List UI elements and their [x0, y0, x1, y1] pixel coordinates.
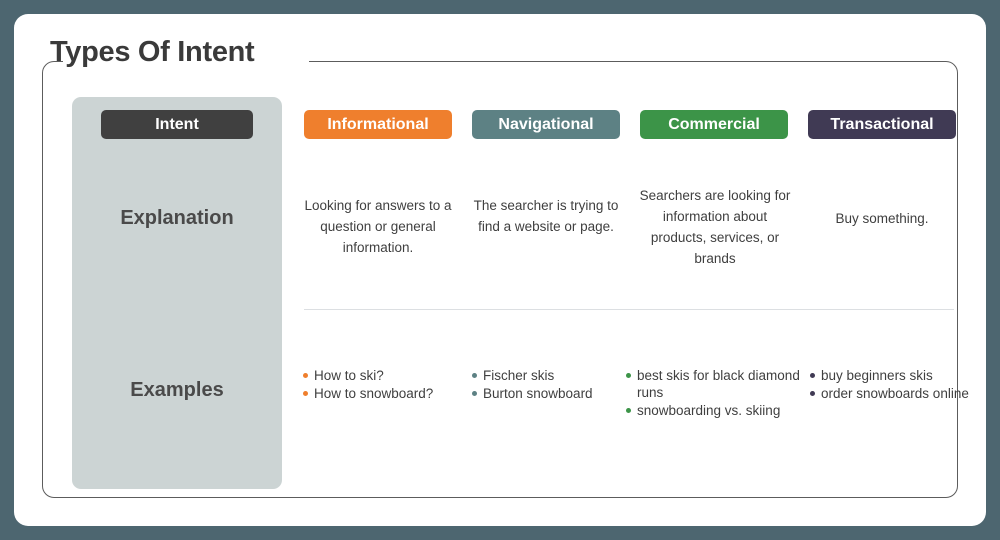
- section-divider: [304, 309, 954, 310]
- row-label-explanation: Explanation: [120, 207, 234, 229]
- explanation-commercial: Searchers are looking for information ab…: [639, 188, 791, 266]
- title-notch: [63, 51, 309, 73]
- example-item: snowboarding vs. skiing: [626, 402, 801, 419]
- infographic-card: Types Of Intent Intent Explanation Examp…: [14, 14, 986, 526]
- example-item: best skis for black diamond runs: [626, 367, 801, 401]
- explanation-navigational: The searcher is trying to find a website…: [473, 198, 619, 234]
- intent-header-badge: Intent: [101, 110, 253, 139]
- page-title: Types Of Intent: [50, 36, 255, 68]
- explanation-transactional: Buy something.: [835, 211, 929, 226]
- example-item: buy beginners skis: [810, 367, 970, 384]
- sidebar-panel: [72, 97, 282, 489]
- explanation-informational: Looking for answers to a question or gen…: [304, 198, 452, 255]
- content-frame: [42, 51, 958, 498]
- column-badge-informational: Informational: [304, 110, 452, 139]
- column-badge-transactional: Transactional: [808, 110, 956, 139]
- examples-list: How to ski?How to snowboard?: [303, 367, 463, 402]
- example-item: How to snowboard?: [303, 385, 463, 402]
- row-label-examples: Examples: [130, 379, 224, 401]
- example-item: Burton snowboard: [472, 385, 632, 402]
- example-item: order snowboards online: [810, 385, 970, 402]
- examples-informational: How to ski?How to snowboard?: [303, 367, 463, 403]
- example-item: How to ski?: [303, 367, 463, 384]
- example-item: Fischer skis: [472, 367, 632, 384]
- column-badge-commercial: Commercial: [640, 110, 788, 139]
- column-badge-navigational: Navigational: [472, 110, 620, 139]
